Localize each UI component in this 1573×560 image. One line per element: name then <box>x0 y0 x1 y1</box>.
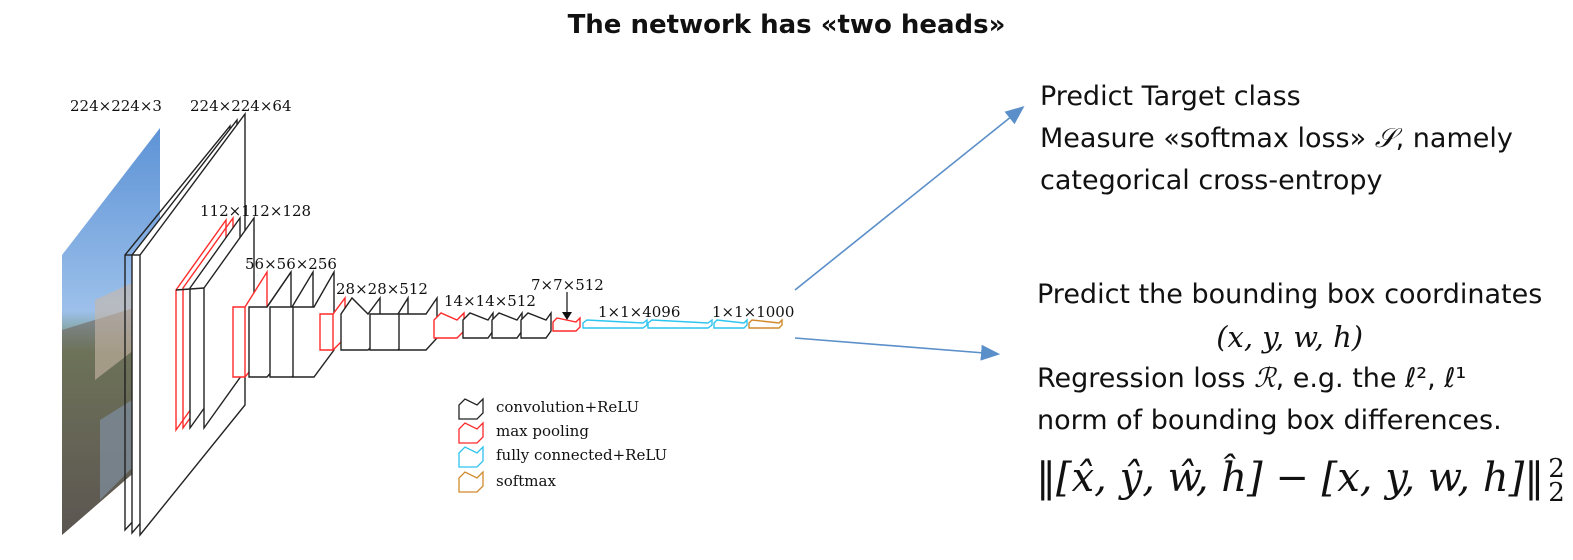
head1-line1: Predict Target class <box>1040 81 1301 112</box>
label-pool5: 7×7×512 <box>531 276 604 294</box>
head2-line1: Predict the bounding box coordinates <box>1037 279 1543 310</box>
label-fc: 1×1×4096 <box>598 303 680 321</box>
svg-text:softmax: softmax <box>496 472 556 490</box>
svg-text:convolution+ReLU: convolution+ReLU <box>496 398 639 416</box>
label-conv4: 28×28×512 <box>336 280 428 298</box>
layer-labels: 224×224×3 224×224×64 112×112×128 56×56×2… <box>70 97 794 321</box>
svg-text:max pooling: max pooling <box>496 422 589 440</box>
legend-item-conv: convolution+ReLU <box>458 397 639 420</box>
arrow-classification-head <box>794 105 1025 291</box>
head2-line3: Regression loss ℛ, e.g. the ℓ², ℓ¹ <box>1037 363 1467 394</box>
head1-line2: Measure «softmax loss» 𝒮, namely <box>1040 123 1513 154</box>
block4 <box>319 295 438 351</box>
pool5-block <box>552 292 581 332</box>
arrow-regression-head <box>794 337 1001 361</box>
classification-head-text: Predict Target class Measure «softmax lo… <box>1040 76 1513 202</box>
block5 <box>433 310 552 339</box>
legend: convolution+ReLU max pooling fully conne… <box>458 397 667 493</box>
legend-item-fc: fully connected+ReLU <box>458 445 667 468</box>
legend-item-softmax: softmax <box>458 470 556 493</box>
head1-line3: categorical cross-entropy <box>1040 165 1383 196</box>
legend-item-pool: max pooling <box>458 421 589 444</box>
label-conv5: 14×14×512 <box>444 292 536 310</box>
label-input: 224×224×3 <box>70 97 162 115</box>
fc-blocks <box>582 318 783 329</box>
label-conv1: 224×224×64 <box>190 97 291 115</box>
label-out: 1×1×1000 <box>712 303 794 321</box>
label-conv2: 112×112×128 <box>200 202 311 220</box>
head2-line4: norm of bounding box differences. <box>1037 405 1502 436</box>
svg-text:fully connected+ReLU: fully connected+ReLU <box>496 446 667 464</box>
head2-line2: (x, y, w, h) <box>1216 320 1364 354</box>
label-conv3: 56×56×256 <box>245 255 337 273</box>
regression-head-text: Predict the bounding box coordinates (x,… <box>1037 274 1542 442</box>
block3 <box>232 269 335 378</box>
slide-title: The network has «two heads» <box>567 10 1006 40</box>
